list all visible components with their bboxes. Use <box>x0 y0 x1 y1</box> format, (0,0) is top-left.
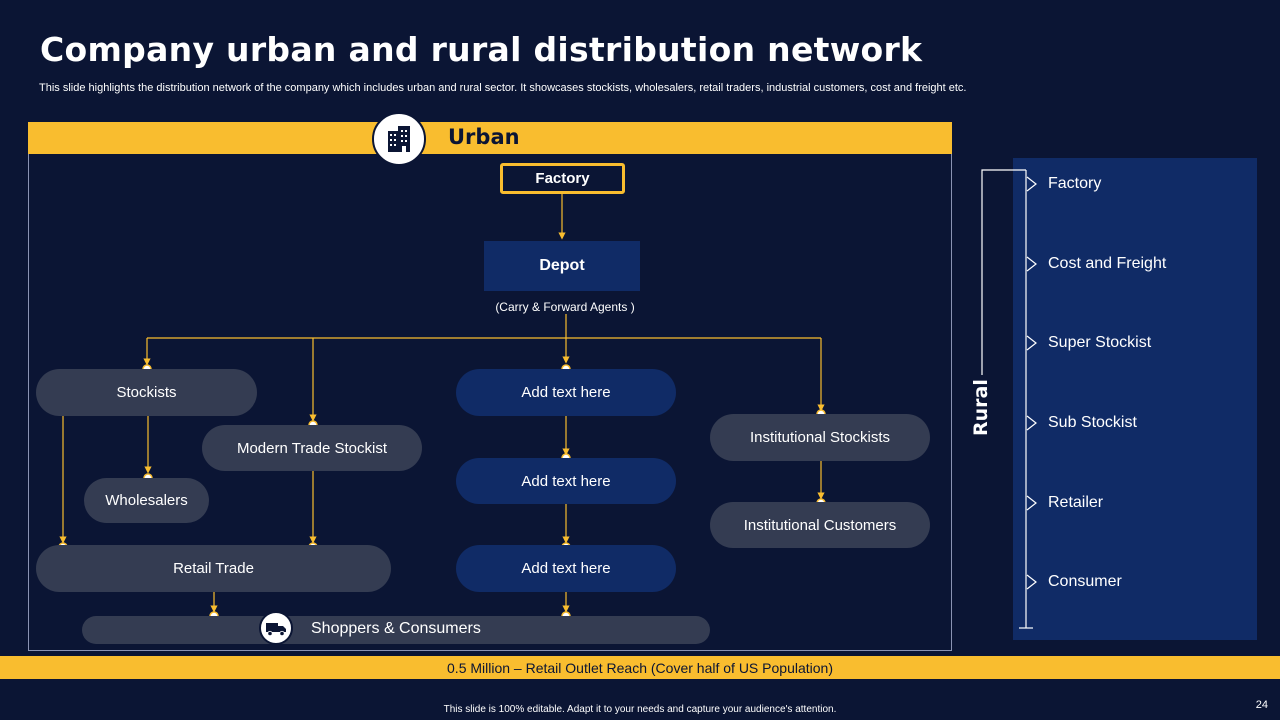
page-number: 24 <box>1255 699 1268 711</box>
wholesalers-node: Wholesalers <box>84 478 209 523</box>
rural-item-sub-stockist: Sub Stockist <box>1048 414 1137 431</box>
page-title: Company urban and rural distribution net… <box>40 30 923 69</box>
urban-title: Urban <box>448 125 520 149</box>
page-subtitle: This slide highlights the distribution n… <box>39 82 967 94</box>
building-icon <box>372 112 426 166</box>
rural-item-factory: Factory <box>1048 175 1102 192</box>
rural-panel <box>1013 158 1257 640</box>
stockists-node: Stockists <box>36 369 257 416</box>
shoppers-consumers-bar <box>82 616 710 644</box>
urban-header-bar <box>28 122 952 154</box>
institutional-customers-node: Institutional Customers <box>710 502 930 548</box>
rural-item-consumer: Consumer <box>1048 573 1122 590</box>
depot-node: Depot <box>484 241 640 291</box>
rural-label: Rural <box>970 379 992 436</box>
factory-node: Factory <box>500 163 625 194</box>
retail-reach-bar: 0.5 Million – Retail Outlet Reach (Cover… <box>0 656 1280 679</box>
modern-trade-stockist-node: Modern Trade Stockist <box>202 425 422 471</box>
delivery-truck-icon <box>259 611 293 645</box>
retail-trade-node: Retail Trade <box>36 545 391 592</box>
add-text-node-2: Add text here <box>456 458 676 504</box>
rural-item-cost-and-freight: Cost and Freight <box>1048 255 1167 272</box>
shoppers-consumers-label: Shoppers & Consumers <box>311 620 481 637</box>
add-text-node-3: Add text here <box>456 545 676 592</box>
institutional-stockists-node: Institutional Stockists <box>710 414 930 461</box>
footer-note: This slide is 100% editable. Adapt it to… <box>443 704 837 715</box>
rural-item-super-stockist: Super Stockist <box>1048 334 1152 351</box>
add-text-node-1: Add text here <box>456 369 676 416</box>
rural-item-retailer: Retailer <box>1048 494 1104 511</box>
depot-note: (Carry & Forward Agents ) <box>495 300 635 314</box>
